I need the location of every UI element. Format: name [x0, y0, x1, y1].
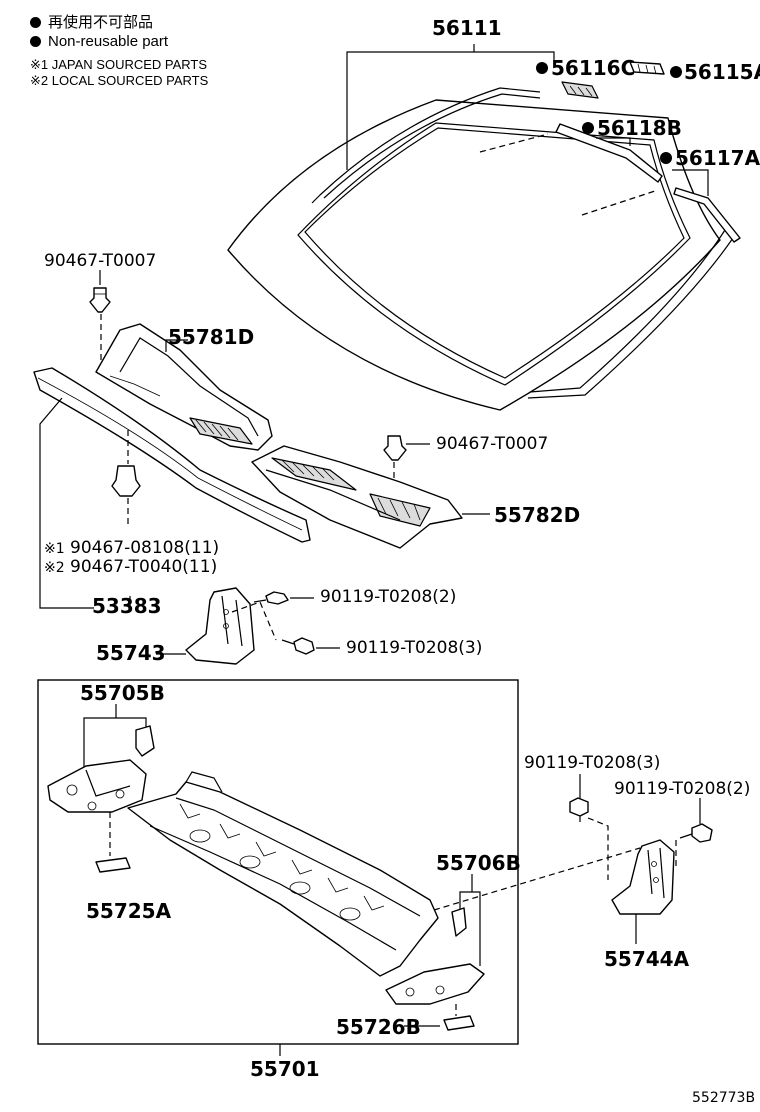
label-55705b: 55705B — [80, 681, 165, 705]
legend-en-text: Non-reusable part — [48, 33, 169, 50]
brace-55725a[interactable] — [95, 857, 131, 873]
bolt-right-3-icon[interactable] — [569, 797, 589, 822]
non-reusable-dot-icon — [582, 122, 594, 134]
diagram-id: 552773B — [692, 1090, 755, 1106]
label-bolt-right-3: 90119-T0208(3) — [524, 753, 660, 773]
label-56117a: 56117A — [675, 146, 760, 170]
bracket-55706b[interactable] — [385, 963, 485, 1005]
non-reusable-dot-icon — [30, 17, 41, 28]
legend-jp-text: 再使用不可部品 — [48, 14, 154, 31]
label-55743: 55743 — [96, 641, 166, 665]
label-55744a: 55744A — [604, 947, 690, 971]
leader-56117a — [672, 169, 709, 196]
label-bolt-upper-3: 90119-T0208(3) — [346, 638, 482, 658]
cowl-louver-right[interactable] — [251, 445, 463, 549]
molding-56118b[interactable] — [555, 123, 663, 183]
label-56115a: 56115A — [684, 60, 760, 84]
leader-53383 — [39, 397, 131, 609]
glass-leader-2 — [581, 189, 659, 216]
bracket-56116c[interactable] — [561, 81, 599, 99]
label-55726b: 55726B — [336, 1015, 421, 1039]
molding-56117a[interactable] — [673, 187, 741, 243]
label-bolt-right-2: 90119-T0208(2) — [614, 779, 750, 799]
bracket-55706b-small[interactable] — [451, 907, 467, 937]
label-55701: 55701 — [250, 1057, 320, 1081]
bracket-55744a[interactable] — [611, 839, 675, 915]
clip-top-left-icon[interactable] — [89, 287, 111, 313]
label-clip-japan-mark: ※1 — [44, 541, 65, 557]
bolt-upper-3-icon[interactable] — [281, 637, 315, 655]
bolt-right-3-dash — [587, 817, 609, 880]
label-clip-top-left: 90467-T0007 — [44, 251, 156, 271]
label-clip-japan: 90467-08108(11) — [70, 538, 219, 558]
legend-jp: 再使用不可部品 — [30, 11, 153, 32]
label-56116c: 56116C — [551, 56, 635, 80]
legend-japan-sourced-text: ※1 JAPAN SOURCED PARTS — [30, 57, 208, 72]
label-bolt-upper-2: 90119-T0208(2) — [320, 587, 456, 607]
label-55706b: 55706B — [436, 851, 521, 875]
label-56118b: 56118B — [597, 116, 682, 140]
label-clip-local-mark: ※2 — [44, 560, 65, 576]
legend-en: Non-reusable part — [30, 33, 168, 50]
bracket-55705b-small[interactable] — [135, 725, 155, 757]
cowl-seal[interactable] — [33, 367, 311, 543]
clip-right-icon[interactable] — [383, 435, 407, 461]
non-reusable-dot-icon — [536, 62, 548, 74]
bracket-55743[interactable] — [185, 587, 255, 665]
clip-seal-icon[interactable] — [111, 465, 141, 497]
label-clip-right: 90467-T0007 — [436, 434, 548, 454]
windshield-glass[interactable] — [227, 99, 721, 411]
label-53383: 53383 — [92, 594, 162, 618]
label-clip-local: 90467-T0040(11) — [70, 557, 217, 577]
panel-to-55744a-dash — [433, 847, 641, 911]
leader-55706b — [459, 874, 481, 966]
label-55725a: 55725A — [86, 899, 172, 923]
bolt-right-2-icon[interactable] — [679, 823, 713, 843]
leader-56111 — [346, 44, 555, 170]
legend-local-sourced-text: ※2 LOCAL SOURCED PARTS — [30, 73, 209, 88]
clip-56115a[interactable] — [629, 61, 665, 75]
molding-outer-strip — [311, 87, 734, 399]
label-56111: 56111 — [432, 16, 502, 40]
legend-japan-sourced: ※1 JAPAN SOURCED PARTS — [30, 57, 207, 73]
legend-local-sourced: ※2 LOCAL SOURCED PARTS — [30, 73, 208, 89]
cowl-top-panel[interactable] — [127, 771, 439, 977]
bracket-55705b[interactable] — [47, 759, 147, 813]
non-reusable-dot-icon — [30, 36, 41, 47]
non-reusable-dot-icon — [670, 66, 682, 78]
leader-55781d — [165, 339, 188, 352]
cowl-louver-left[interactable] — [95, 323, 273, 451]
leader-56118b — [596, 137, 631, 146]
assembly-box — [37, 679, 519, 1045]
brace-55726b[interactable] — [443, 1015, 475, 1031]
label-55781d: 55781D — [168, 325, 254, 349]
non-reusable-dot-icon — [660, 152, 672, 164]
bolt-upper-2-icon[interactable] — [253, 591, 289, 605]
glass-leader-1 — [479, 133, 549, 153]
label-55782d: 55782D — [494, 503, 580, 527]
